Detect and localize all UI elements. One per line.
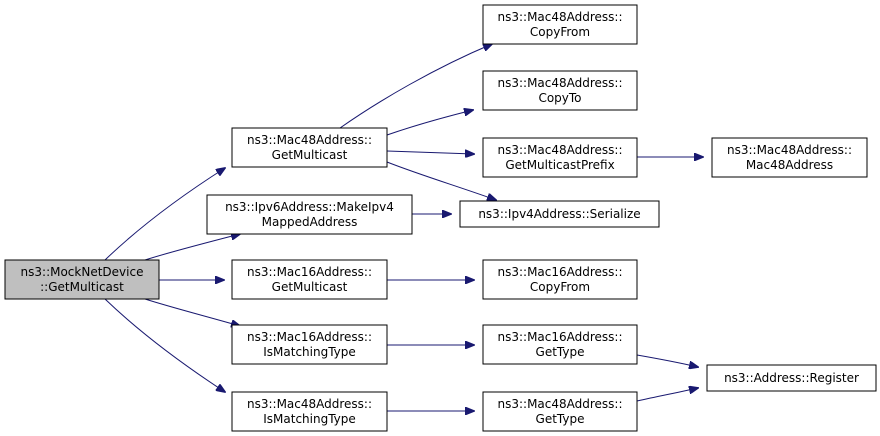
node-label-line: GetMulticast [272, 148, 348, 162]
node-box [706, 364, 877, 392]
node-mac16-getmulticast[interactable]: ns3::Mac16Address::GetMulticast [231, 259, 388, 300]
node-mac48-ctor[interactable]: ns3::Mac48Address::Mac48Address [711, 137, 868, 178]
node-label-line: GetMulticastPrefix [505, 158, 614, 172]
edges-layer [104, 44, 703, 411]
node-box [4, 259, 160, 300]
node-mac48-ismatchingtype[interactable]: ns3::Mac48Address::IsMatchingType [231, 391, 388, 432]
node-box [231, 324, 388, 365]
node-label-line: GetType [536, 345, 585, 359]
node-label-line: CopyTo [538, 91, 581, 105]
node-label-line: ns3::Mac16Address:: [497, 330, 622, 344]
node-label-line: ::GetMulticast [40, 280, 124, 294]
node-mac48-gettype[interactable]: ns3::Mac48Address::GetType [482, 391, 638, 432]
node-label-line: ns3::Ipv6Address::MakeIpv4 [225, 200, 394, 214]
node-label-line: GetType [536, 412, 585, 426]
edge-mac48-getmulticast-to-ipv4-serialize [386, 161, 496, 200]
node-label-line: ns3::Ipv4Address::Serialize [478, 207, 640, 221]
node-ipv4-serialize[interactable]: ns3::Ipv4Address::Serialize [459, 200, 660, 228]
node-box [482, 259, 638, 300]
edge-mac48-getmulticast-to-mac48-copyto [386, 110, 473, 136]
node-label-line: ns3::Mac16Address:: [247, 265, 372, 279]
node-label-line: ns3::Mac48Address:: [497, 10, 622, 24]
node-label-line: Mac48Address [746, 158, 833, 172]
edge-mac16-gettype-to-address-register [636, 354, 698, 367]
node-box [711, 137, 868, 178]
node-label-line: CopyFrom [530, 25, 590, 39]
edge-mac48-gettype-to-address-register [636, 388, 698, 402]
node-box [231, 391, 388, 432]
edge-root-to-mac48-ismatchingtype [104, 298, 225, 392]
node-box [482, 70, 638, 111]
node-box [231, 127, 388, 168]
node-mac48-copyto[interactable]: ns3::Mac48Address::CopyTo [482, 70, 638, 111]
node-label-line: ns3::Mac48Address:: [497, 143, 622, 157]
node-box [482, 324, 638, 365]
edge-root-to-mac48-getmulticast [104, 168, 225, 261]
node-label-line: ns3::Mac16Address:: [247, 330, 372, 344]
nodes-layer: ns3::MockNetDevice::GetMulticastns3::Mac… [4, 4, 877, 432]
edge-root-to-ipv6-makeipv4mapped [144, 234, 240, 261]
node-label-line: ns3::Mac16Address:: [497, 265, 622, 279]
node-label-line: ns3::Mac48Address:: [247, 133, 372, 147]
node-label-line: ns3::Mac48Address:: [497, 76, 622, 90]
node-label-line: IsMatchingType [263, 412, 356, 426]
node-box [459, 200, 660, 228]
node-label-line: GetMulticast [272, 280, 348, 294]
node-box [206, 194, 413, 235]
node-mac48-getmulticastprefix[interactable]: ns3::Mac48Address::GetMulticastPrefix [482, 137, 638, 178]
node-mac16-gettype[interactable]: ns3::Mac16Address::GetType [482, 324, 638, 365]
edge-root-to-mac16-ismatchingtype [144, 298, 240, 326]
edge-mac48-getmulticast-to-mac48-getmulticastprefix [386, 151, 474, 154]
node-address-register[interactable]: ns3::Address::Register [706, 364, 877, 392]
node-label-line: ns3::MockNetDevice [21, 265, 144, 279]
node-box [482, 4, 638, 45]
node-mac48-getmulticast[interactable]: ns3::Mac48Address::GetMulticast [231, 127, 388, 168]
node-mac48-copyfrom[interactable]: ns3::Mac48Address::CopyFrom [482, 4, 638, 45]
node-label-line: ns3::Address::Register [724, 371, 859, 385]
edge-mac48-getmulticast-to-mac48-copyfrom [339, 44, 492, 129]
node-box [231, 259, 388, 300]
node-mac16-ismatchingtype[interactable]: ns3::Mac16Address::IsMatchingType [231, 324, 388, 365]
node-label-line: IsMatchingType [263, 345, 356, 359]
node-label-line: MappedAddress [262, 215, 358, 229]
node-mac16-copyfrom[interactable]: ns3::Mac16Address::CopyFrom [482, 259, 638, 300]
node-label-line: ns3::Mac48Address:: [497, 397, 622, 411]
node-label-line: CopyFrom [530, 280, 590, 294]
node-root[interactable]: ns3::MockNetDevice::GetMulticast [4, 259, 160, 300]
node-label-line: ns3::Mac48Address:: [727, 143, 852, 157]
node-label-line: ns3::Mac48Address:: [247, 397, 372, 411]
node-box [482, 137, 638, 178]
node-box [482, 391, 638, 432]
